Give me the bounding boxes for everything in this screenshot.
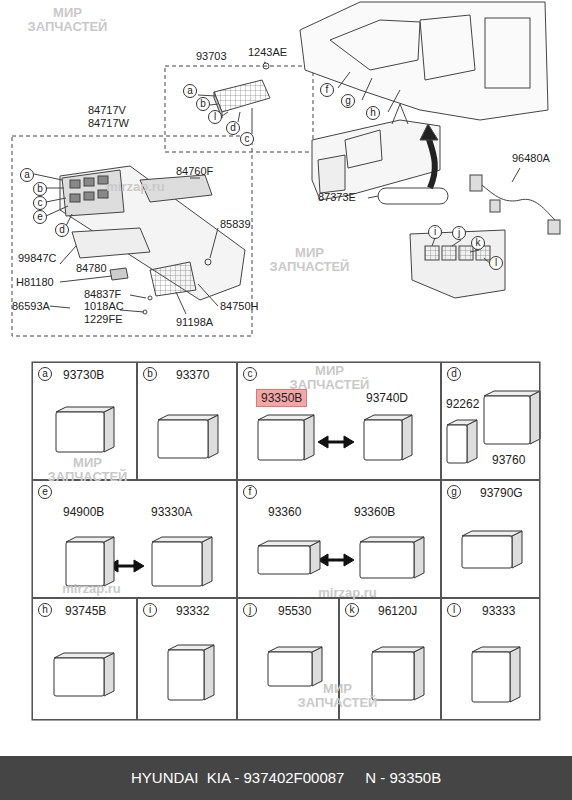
callout-number: 84717V	[88, 104, 126, 116]
callout-letter: j	[452, 226, 466, 240]
callout-number: 1243AE	[248, 46, 287, 58]
callout-letter: d	[55, 223, 69, 237]
cell-letter: g	[447, 485, 461, 499]
cell-letter: l	[447, 603, 461, 617]
part-number: 93745B	[65, 604, 106, 618]
callout-letter: c	[33, 196, 47, 210]
watermark: МИР ЗАПЧАСТЕЙ	[262, 246, 357, 274]
callout-letter: a	[183, 84, 197, 98]
cell-letter: f	[243, 485, 257, 499]
part-number: 93333	[482, 604, 515, 618]
watermark: МИР ЗАПЧАСТЕЙ	[290, 682, 385, 710]
cell-letter: h	[38, 603, 52, 617]
callout-number: 84837F	[84, 288, 121, 300]
callout-letter: g	[341, 94, 355, 108]
callout-letter: c	[240, 132, 254, 146]
callout-letter: e	[33, 210, 47, 224]
watermark: mirzap.ru	[44, 582, 139, 596]
part-number: 93370	[176, 368, 209, 382]
part-number: 93360B	[354, 505, 395, 519]
cell-letter: e	[38, 485, 52, 499]
cell-letter: k	[345, 603, 359, 617]
part-number: 93790G	[480, 486, 523, 500]
callout-number: 1229FE	[84, 313, 123, 325]
callout-number: 84750H	[220, 300, 259, 312]
cell-letter: c	[243, 367, 257, 381]
callout-number: 84717W	[88, 117, 129, 129]
part-number: 95530	[278, 604, 311, 618]
callout-number: 84760F	[176, 165, 213, 177]
part-cell: e 94900B 93330A	[32, 480, 237, 598]
callout-number: 96480A	[512, 152, 550, 164]
cell-letter: a	[38, 367, 52, 381]
callout-number: 87373E	[318, 191, 356, 203]
callout-number: 99847C	[18, 252, 57, 264]
part-reference: HYUNDAI KIA - 937402F00087 N - 93350B	[131, 769, 441, 787]
part-cell: i 93332	[137, 598, 237, 720]
callout-letter: b	[33, 182, 47, 196]
callout-number: 93703	[196, 50, 227, 62]
callout-number: 84780	[76, 262, 107, 274]
part-cell: g 93790G	[441, 480, 540, 598]
watermark: mirzap.ru	[88, 180, 183, 194]
part-number: 93332	[176, 604, 209, 618]
part-number: 94900B	[63, 505, 104, 519]
callout-letter: i	[428, 225, 442, 239]
part-cell: h 93745B	[32, 598, 137, 720]
callout-letter: l	[208, 110, 222, 124]
part-number: 93760	[492, 453, 525, 467]
caption-band: HYUNDAI KIA - 937402F00087 N - 93350B	[0, 756, 572, 800]
callout-letter: a	[20, 168, 34, 182]
callout-number: 86593A	[12, 300, 50, 312]
watermark: МИР ЗАПЧАСТЕЙ	[20, 6, 115, 34]
callout-letter: b	[196, 97, 210, 111]
callout-letter: l	[489, 256, 503, 270]
part-cell: f 93360 93360B	[237, 480, 441, 598]
cell-letter: b	[143, 367, 157, 381]
part-number: 93330A	[151, 505, 192, 519]
callout-number: 85839	[220, 218, 251, 230]
callout-letter: f	[320, 83, 334, 97]
part-number: 92262	[446, 397, 479, 411]
watermark: МИР ЗАПЧАСТЕЙ	[282, 364, 377, 392]
part-number: 93730B	[63, 368, 104, 382]
part-cell: l 93333	[441, 598, 540, 720]
part-number: 96120J	[378, 604, 417, 618]
callout-number: 91198A	[176, 316, 213, 328]
watermark: МИР ЗАПЧАСТЕЙ	[40, 456, 135, 484]
callout-number: 1018AC	[84, 300, 124, 312]
part-cell: b 93370	[137, 362, 237, 480]
callout-letter: k	[471, 236, 485, 250]
cell-letter: d	[447, 367, 461, 381]
part-number: 93740D	[366, 391, 408, 405]
cell-letter: i	[143, 603, 157, 617]
cell-letter: j	[243, 603, 257, 617]
part-cell: d 92262 93760	[441, 362, 540, 480]
part-number: 93360	[268, 505, 301, 519]
watermark: mirzap.ru	[300, 586, 395, 600]
callout-letter: d	[226, 121, 240, 135]
callout-letter: h	[366, 106, 380, 120]
callout-number: H81180	[16, 276, 54, 288]
